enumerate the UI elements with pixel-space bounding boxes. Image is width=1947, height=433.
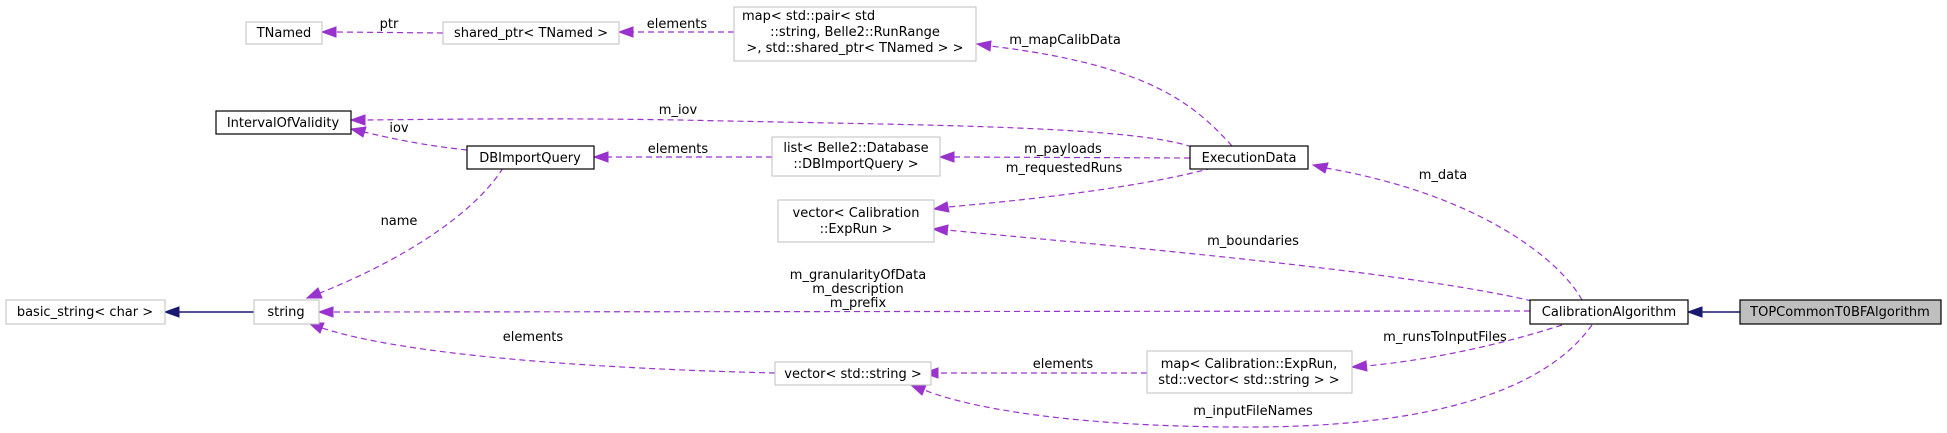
- edge-label-m-requestedruns: m_requestedRuns: [1006, 161, 1123, 176]
- edge-m-iov-arrowhead: [349, 114, 366, 126]
- edge-label-elements-vector: elements: [503, 330, 564, 345]
- node-shared-ptr-label: shared_ptr< TNamed >: [454, 26, 608, 41]
- node-shared-ptr[interactable]: shared_ptr< TNamed >: [442, 21, 620, 45]
- node-basic-string[interactable]: basic_string< char >: [5, 299, 166, 325]
- edge-m-payloads: [953, 156, 1191, 159]
- edge-label-m-iov: m_iov: [659, 103, 698, 118]
- edge-m-iov: [364, 118, 1193, 148]
- edge-m-inputfilenames-arrowhead: [909, 384, 927, 396]
- edge-iov-arrowhead: [349, 126, 367, 138]
- node-db-import-query[interactable]: DBImportQuery: [466, 145, 595, 170]
- node-vector-exprun-line2: ::ExpRun >: [820, 222, 893, 237]
- edge-label-elements-map: elements: [1033, 357, 1094, 372]
- edge-label-elements-shared: elements: [647, 17, 708, 32]
- node-vector-string-label: vector< std::string >: [784, 367, 921, 382]
- edge-m-boundaries-arrowhead: [931, 224, 949, 236]
- node-tnamed-label: TNamed: [256, 26, 312, 41]
- node-map-runrange-line3: >, std::shared_ptr< TNamed > >: [746, 41, 963, 56]
- node-top-common-t0bf-algorithm-label: TOPCommonT0BFAlgorithm: [1749, 305, 1930, 320]
- edge-label-m-runstoinputfiles: m_runsToInputFiles: [1383, 330, 1507, 345]
- edge-label-name: name: [381, 214, 418, 229]
- node-execution-data-label: ExecutionData: [1202, 151, 1297, 166]
- node-calibration-algorithm[interactable]: CalibrationAlgorithm: [1529, 299, 1689, 325]
- edge-label-m-boundaries: m_boundaries: [1207, 234, 1299, 249]
- node-execution-data[interactable]: ExecutionData: [1189, 145, 1309, 170]
- node-map-runrange-line1: map< std::pair< std: [742, 9, 875, 24]
- node-interval-of-validity[interactable]: IntervalOfValidity: [215, 110, 352, 135]
- edge-label-m-granularityofdata: m_granularityOfData: [790, 268, 926, 283]
- node-list-dbimport[interactable]: list< Belle2::Database ::DBImportQuery >: [771, 136, 941, 177]
- node-map-runrange-line2: ::string, Belle2::RunRange: [770, 25, 940, 40]
- edge-m-payloads-arrowhead: [938, 151, 955, 163]
- edges: ptr elements m_mapCalibData m_iov iov el…: [163, 17, 1740, 428]
- edge-label-iov: iov: [389, 121, 409, 136]
- edge-m-data: [1325, 167, 1583, 301]
- edge-label-m-prefix: m_prefix: [830, 296, 887, 311]
- node-list-dbimport-line2: ::DBImportQuery >: [793, 157, 918, 172]
- node-map-exprun[interactable]: map< Calibration::ExpRun, std::vector< s…: [1146, 350, 1353, 394]
- edge-label-elements-list: elements: [648, 142, 709, 157]
- node-db-import-query-label: DBImportQuery: [479, 151, 581, 166]
- node-vector-string[interactable]: vector< std::string >: [774, 361, 932, 386]
- edge-label-m-data: m_data: [1419, 168, 1467, 183]
- nodes: TNamed shared_ptr< TNamed > map< std::pa…: [5, 6, 1942, 394]
- node-vector-exprun[interactable]: vector< Calibration ::ExpRun >: [777, 199, 935, 243]
- node-vector-exprun-line1: vector< Calibration: [793, 206, 920, 221]
- node-map-exprun-line1: map< Calibration::ExpRun,: [1161, 357, 1338, 372]
- edge-elements-shared-arrowhead: [617, 26, 634, 38]
- edge-m-requestedruns-arrowhead: [932, 201, 950, 213]
- edge-label-m-payloads: m_payloads: [1024, 142, 1102, 157]
- edge-inherit-calibration-arrowhead: [1686, 306, 1703, 318]
- edge-label-ptr: ptr: [380, 17, 399, 32]
- edge-elements-list-arrowhead: [592, 151, 609, 163]
- node-top-common-t0bf-algorithm[interactable]: TOPCommonT0BFAlgorithm: [1739, 299, 1942, 325]
- edge-m-mapcalibdata: [989, 45, 1233, 147]
- edge-name: [319, 167, 504, 294]
- edge-label-m-mapcalibdata: m_mapCalibData: [1009, 33, 1121, 48]
- edge-m-string-members: [332, 310, 1531, 313]
- node-map-exprun-line2: std::vector< std::string > >: [1158, 373, 1339, 388]
- node-basic-string-label: basic_string< char >: [17, 305, 153, 320]
- edge-ptr: [335, 31, 444, 34]
- node-calibration-algorithm-label: CalibrationAlgorithm: [1542, 305, 1676, 320]
- edge-iov: [363, 131, 468, 151]
- edge-ptr-arrowhead: [320, 26, 337, 38]
- node-list-dbimport-line1: list< Belle2::Database: [783, 141, 928, 156]
- edge-label-m-description: m_description: [812, 282, 903, 297]
- node-tnamed[interactable]: TNamed: [245, 21, 323, 45]
- edge-name-arrowhead: [305, 287, 323, 299]
- node-interval-of-validity-label: IntervalOfValidity: [227, 116, 340, 131]
- edge-m-data-arrowhead: [1311, 162, 1329, 174]
- edge-label-m-inputfilenames: m_inputFileNames: [1193, 404, 1313, 419]
- edge-inherit-string-arrowhead: [163, 306, 180, 318]
- node-map-runrange[interactable]: map< std::pair< std ::string, Belle2::Ru…: [733, 6, 977, 62]
- edge-m-inputfilenames: [923, 324, 1593, 428]
- edge-m-runstoinputfiles: [1365, 324, 1563, 367]
- edge-m-runstoinputfiles-arrowhead: [1350, 360, 1368, 372]
- node-string[interactable]: string: [253, 299, 320, 325]
- edge-m-string-members-arrowhead: [317, 306, 334, 318]
- edge-m-mapcalibdata-arrowhead: [975, 40, 992, 52]
- node-string-label: string: [267, 305, 304, 320]
